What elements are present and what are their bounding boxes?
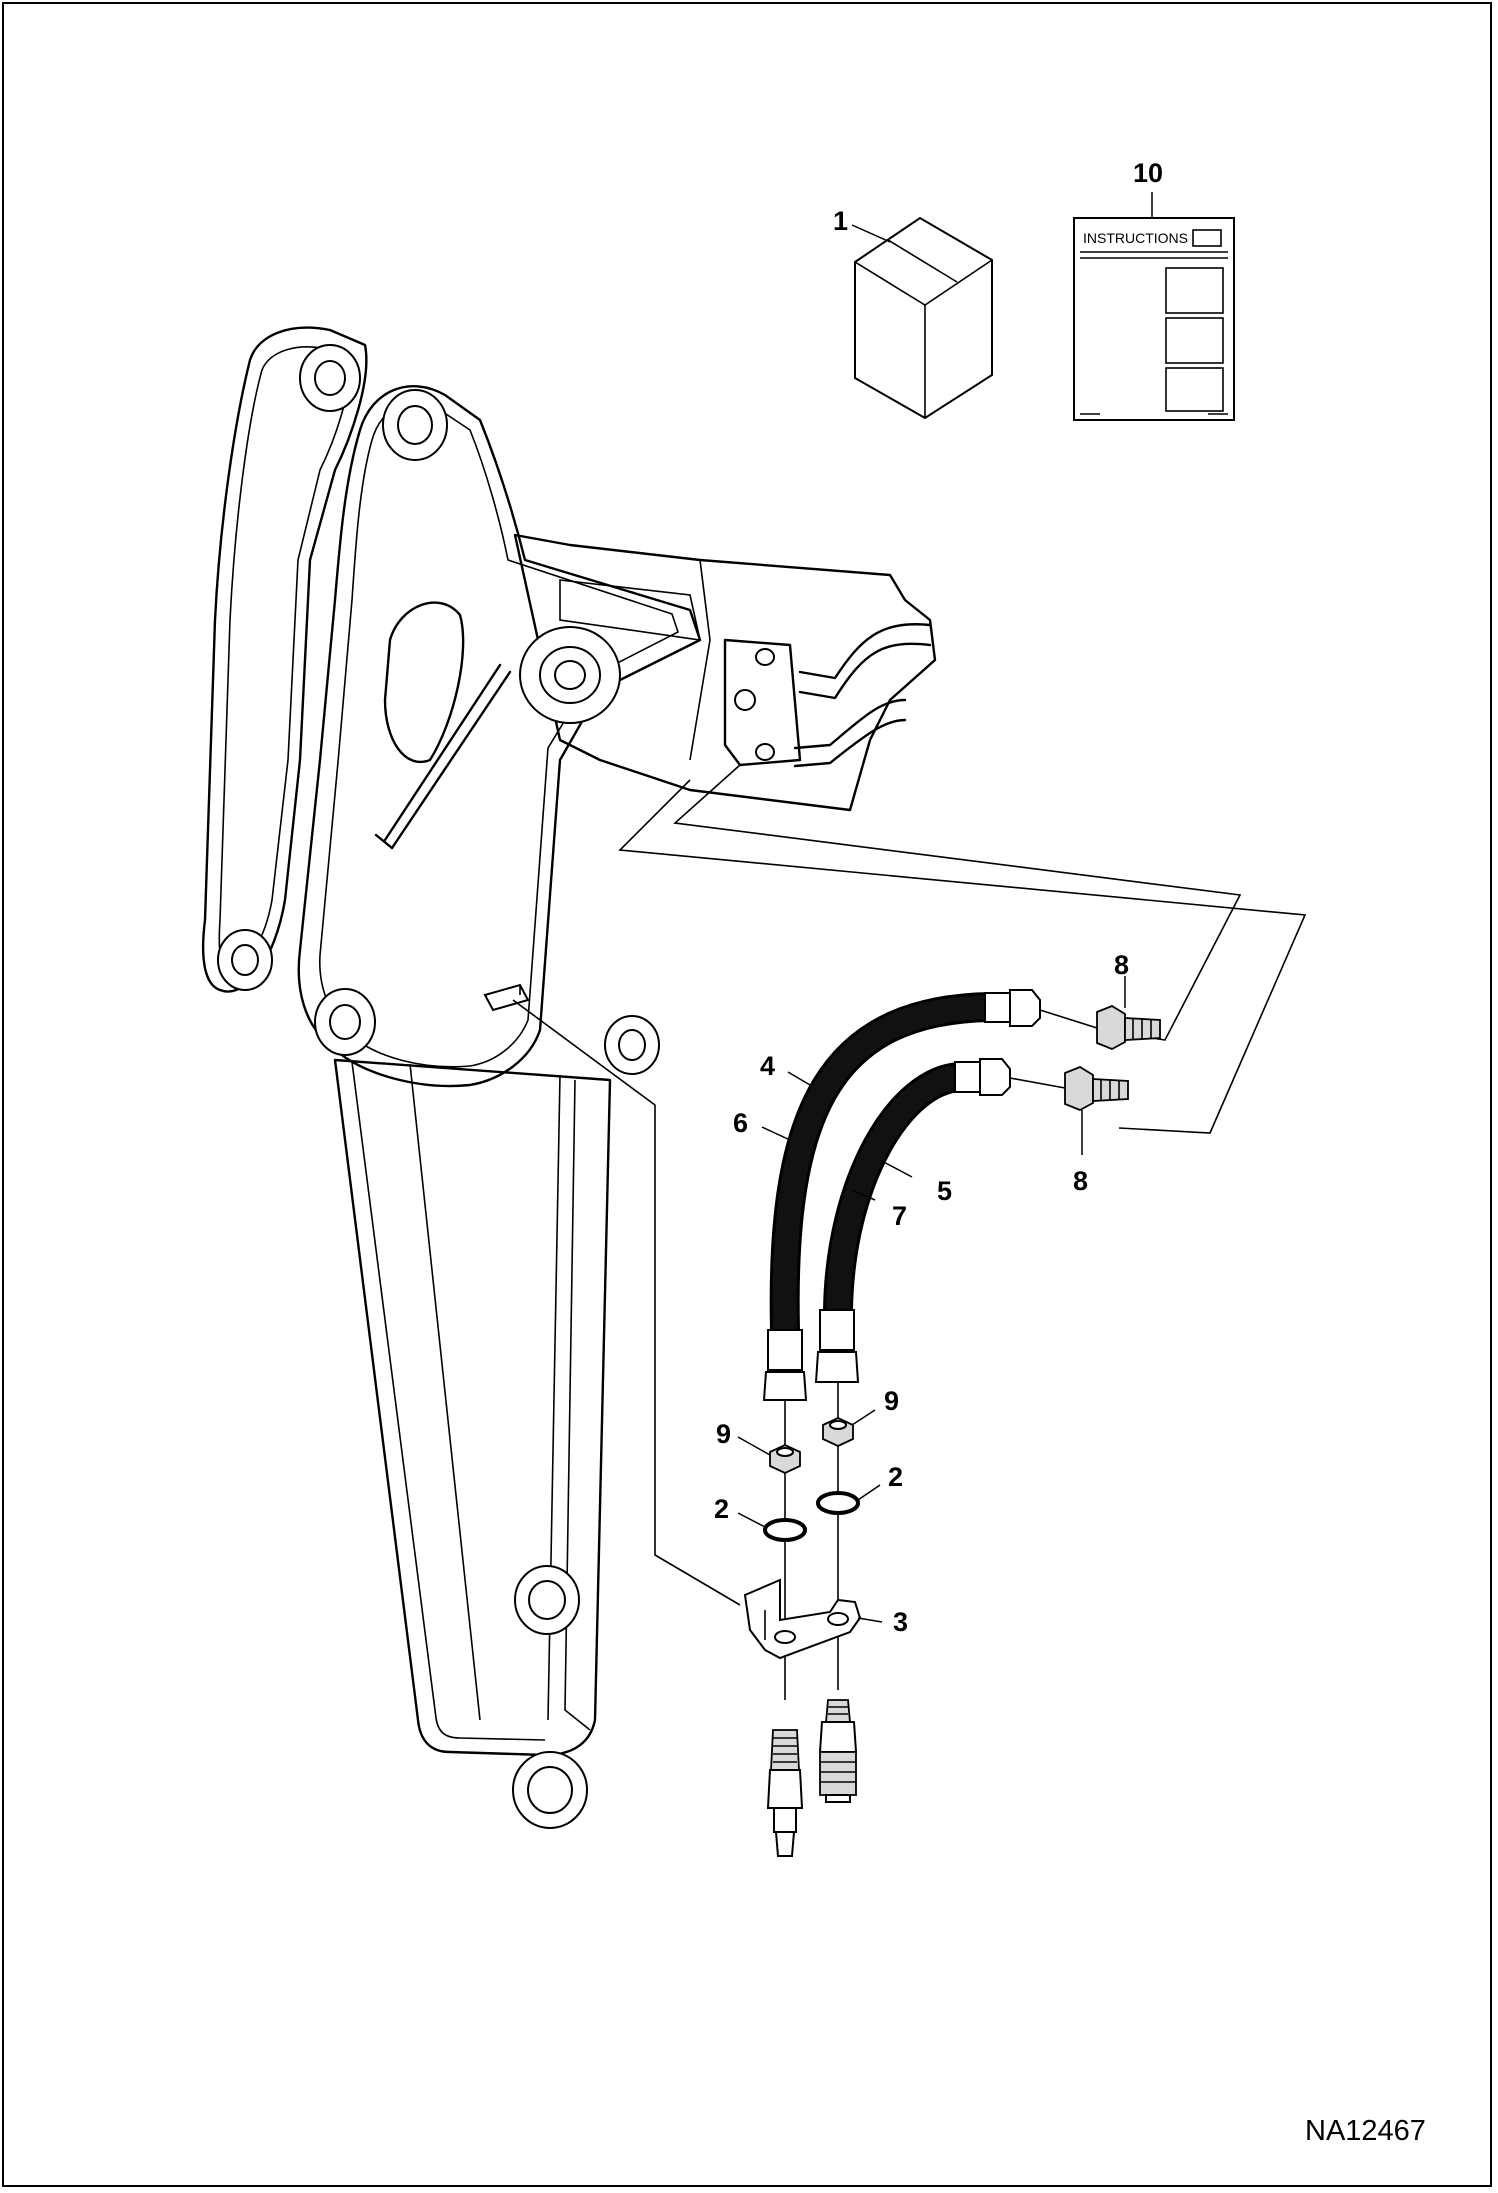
- callout-numbers: 1 10 8 8 4 6 5 7 9 9 2 2 3: [714, 158, 1163, 1637]
- callout-8-bottom: 8: [1073, 1166, 1088, 1196]
- callout-5: 5: [937, 1176, 952, 1206]
- drawing-number: NA12467: [1305, 2115, 1426, 2147]
- callout-3: 3: [893, 1607, 908, 1637]
- instructions-heading: INSTRUCTIONS: [1083, 230, 1188, 246]
- callout-7: 7: [892, 1201, 907, 1231]
- callout-1: 1: [833, 206, 848, 236]
- callout-9-left: 9: [716, 1419, 731, 1449]
- part-1-box: [854, 216, 993, 420]
- hose-assemblies: [762, 989, 1041, 1401]
- callout-leaders: [737, 192, 1153, 1623]
- callout-2-left: 2: [714, 1494, 729, 1524]
- callout-2-right: 2: [888, 1462, 903, 1492]
- connection-guide-lines: [512, 764, 1307, 1606]
- callout-8-top: 8: [1114, 950, 1129, 980]
- callout-10: 10: [1133, 158, 1163, 188]
- lower-fittings: [743, 1382, 862, 1857]
- callout-9-right: 9: [884, 1386, 899, 1416]
- part-8-adapters: [1009, 1004, 1161, 1111]
- callout-6: 6: [733, 1108, 748, 1138]
- part-10-instructions-sheet: [1073, 217, 1235, 421]
- callout-4: 4: [760, 1051, 775, 1081]
- boom-arm: [202, 326, 937, 1829]
